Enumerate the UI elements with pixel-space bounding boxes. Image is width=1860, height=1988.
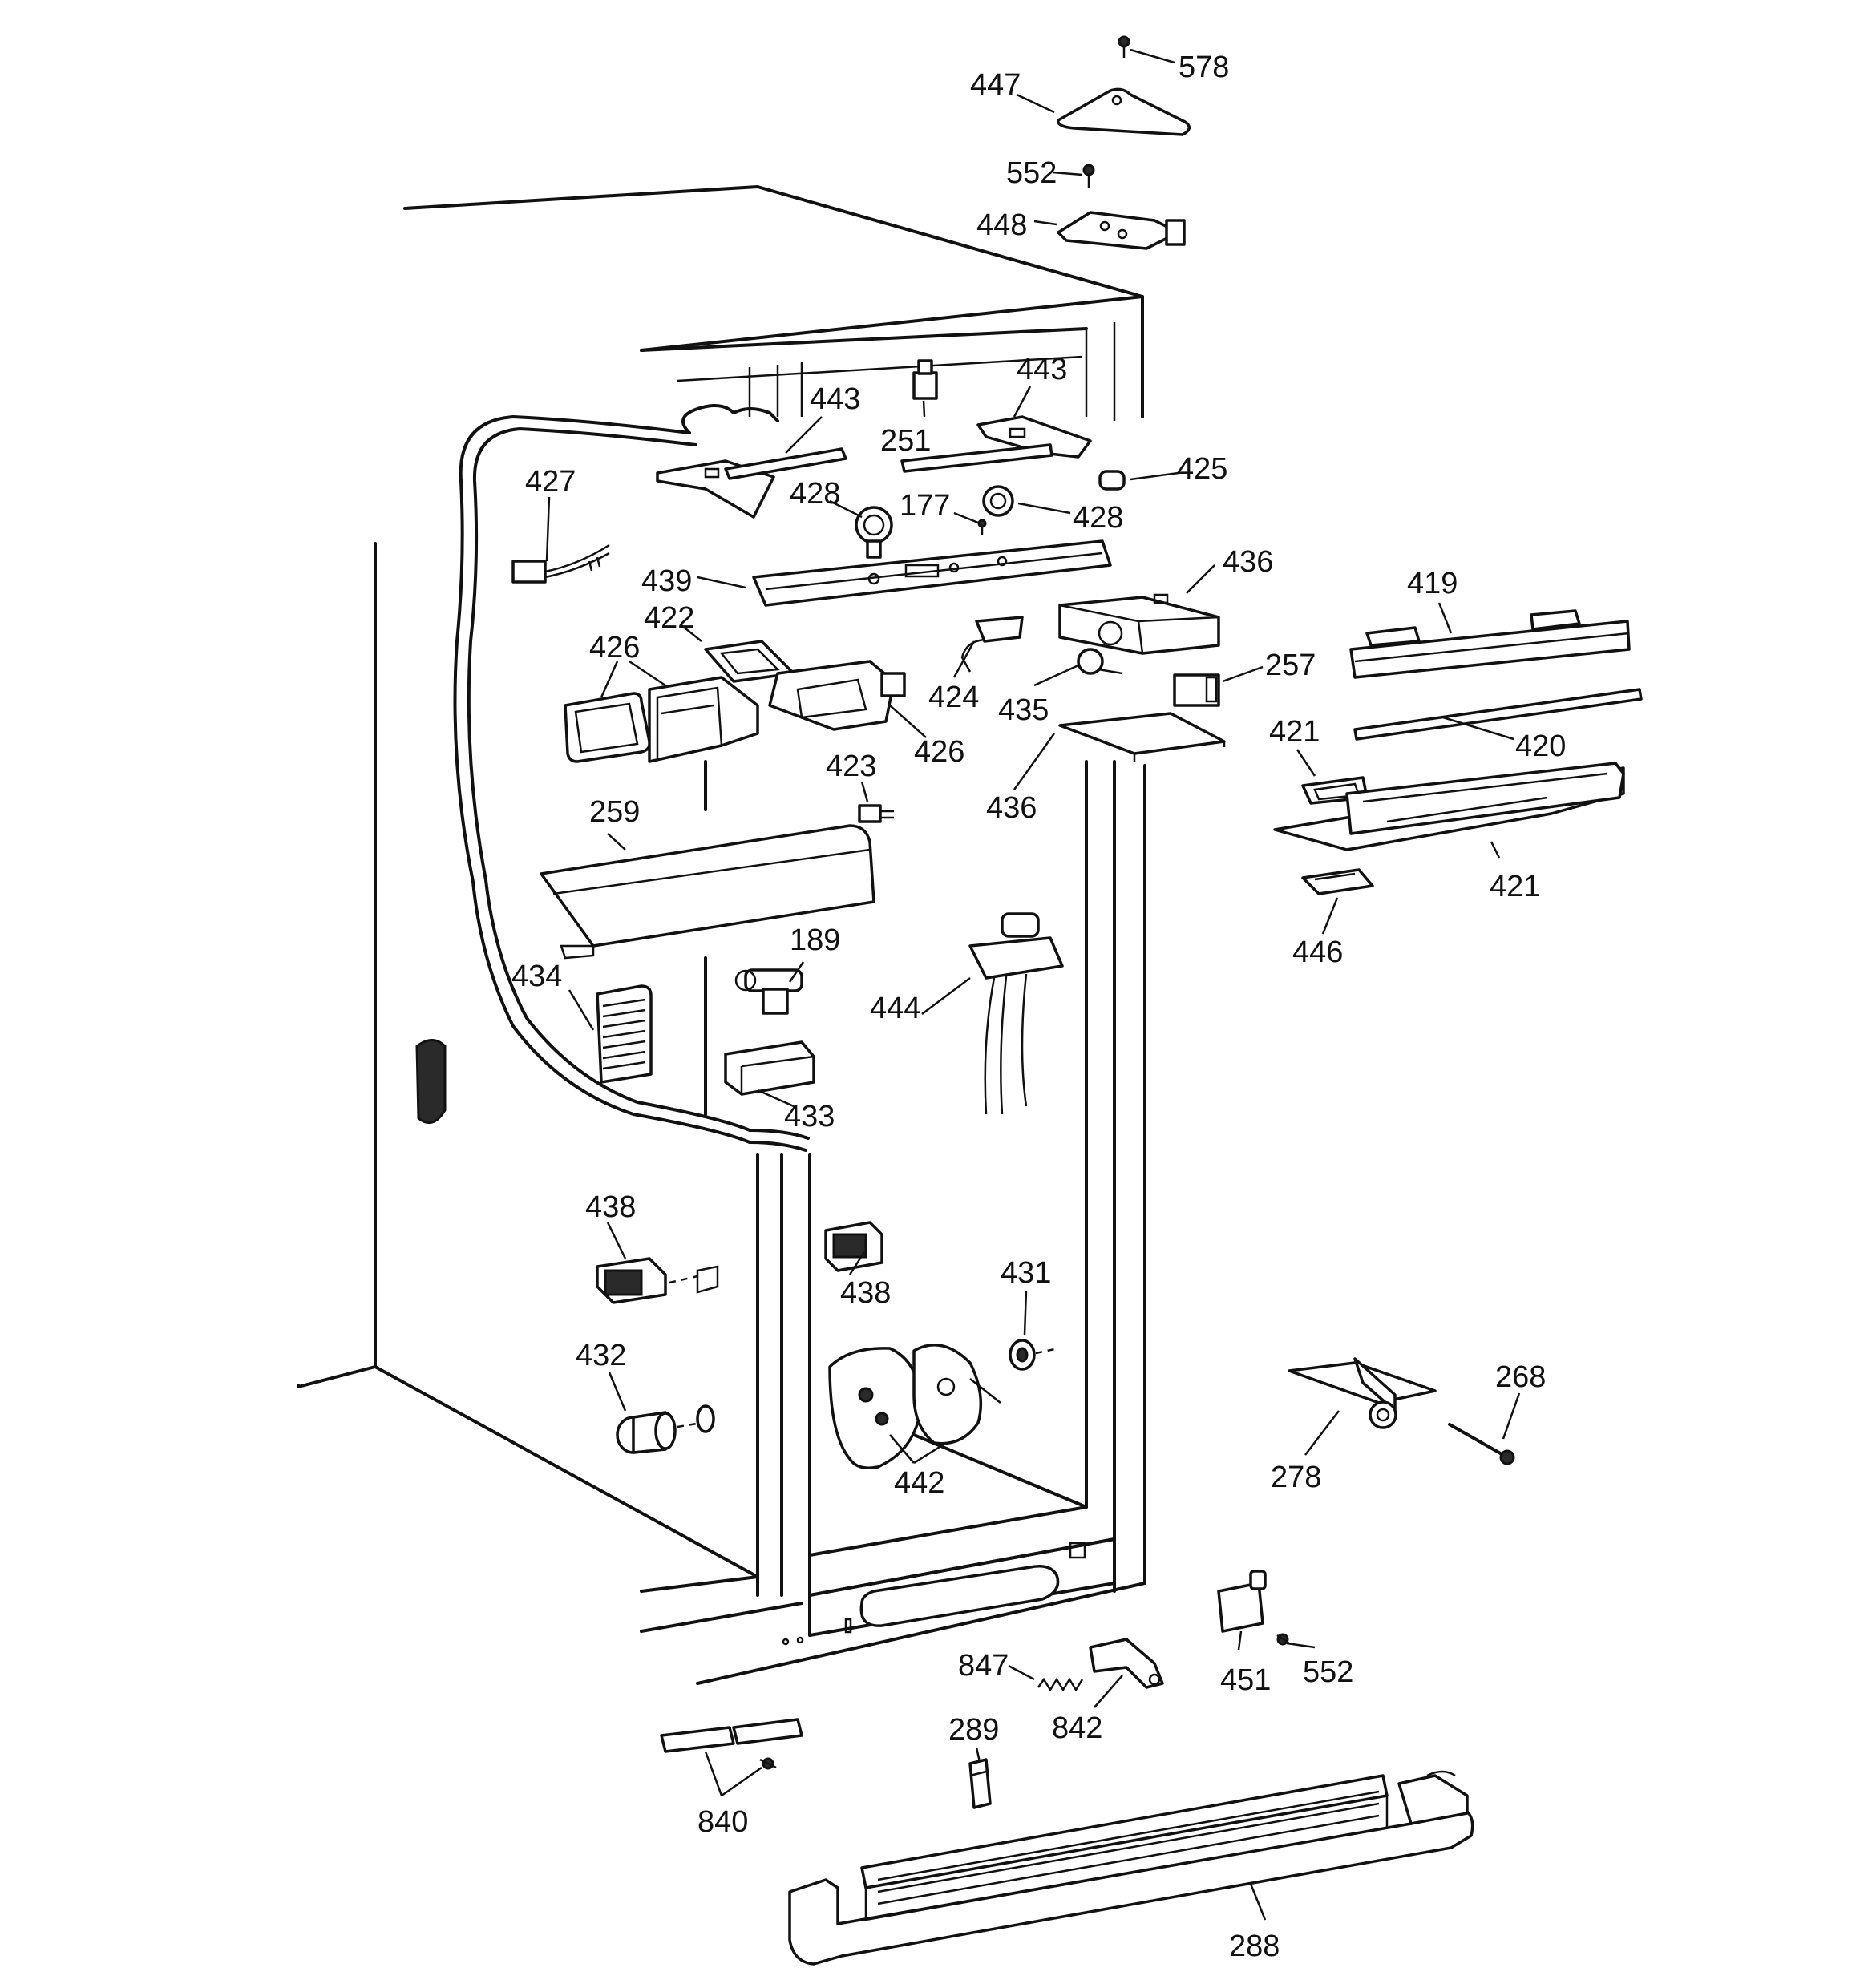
part-439-control-plate [752, 539, 1112, 607]
part-433-block [724, 1040, 815, 1096]
part-251-switch [912, 359, 938, 400]
callout-labels: 578 447 552 448 443 251 443 425 427 428 … [512, 51, 1566, 1963]
part-425-plug [1098, 470, 1126, 491]
part-451-bottom-hinge [1217, 1570, 1267, 1633]
callout-442: 442 [894, 1466, 944, 1500]
callout-251: 251 [880, 424, 931, 458]
part-423-thermistor [858, 804, 894, 823]
callout-177: 177 [900, 489, 950, 523]
part-434-vent-grille [596, 984, 653, 1084]
callout-289: 289 [948, 1713, 999, 1747]
callout-438: 438 [840, 1276, 891, 1310]
callout-435: 435 [998, 693, 1049, 727]
part-268-bolt [1448, 1423, 1515, 1465]
callout-278: 278 [1271, 1461, 1321, 1494]
part-578-screw [1118, 35, 1130, 58]
callout-189: 189 [790, 923, 840, 957]
callout-439: 439 [641, 564, 692, 598]
part-847-spring [1037, 1677, 1084, 1692]
callout-423: 423 [826, 750, 876, 783]
callout-426: 426 [914, 735, 964, 769]
callout-436: 436 [1223, 545, 1273, 579]
callout-431: 431 [1001, 1256, 1051, 1290]
part-424-sensor [960, 616, 1024, 673]
part-435-knob [1077, 648, 1123, 675]
leader-lines [545, 48, 1521, 1921]
part-436-control-housing [1058, 593, 1220, 655]
part-443-right-bracket [900, 415, 1092, 473]
callout-444: 444 [870, 992, 920, 1025]
part-420-strip [1353, 688, 1643, 741]
part-278-roller-bracket [1288, 1357, 1437, 1429]
callout-434: 434 [512, 960, 562, 993]
part-419-rail [1349, 609, 1631, 679]
callout-422: 422 [644, 601, 694, 635]
callout-432: 432 [576, 1339, 626, 1372]
callout-552: 552 [1303, 1655, 1353, 1689]
callout-425: 425 [1177, 452, 1227, 486]
callout-448: 448 [976, 208, 1027, 242]
callout-447: 447 [970, 68, 1021, 102]
part-446-lamp-socket [1301, 868, 1374, 895]
callout-847: 847 [958, 1649, 1009, 1683]
callout-257: 257 [1265, 649, 1316, 682]
part-448-top-hinge [1057, 211, 1186, 250]
part-426-duct [648, 676, 759, 763]
callout-451: 451 [1220, 1663, 1271, 1697]
callout-424: 424 [928, 681, 979, 714]
part-552-screw-top [1082, 164, 1095, 188]
part-421-light-housing [1273, 762, 1625, 851]
part-432-bushing [616, 1404, 715, 1454]
part-840-toe-caps [660, 1718, 803, 1770]
part-438-right-socket [824, 1221, 884, 1272]
callout-421: 421 [1269, 715, 1320, 749]
part-552-screw-lower [1276, 1633, 1290, 1646]
part-259-light-cover [540, 824, 875, 960]
part-428-gear-left [855, 506, 893, 559]
callout-259: 259 [589, 795, 640, 829]
callout-428: 428 [1073, 501, 1123, 535]
part-177-screw [977, 519, 987, 535]
callout-438: 438 [585, 1190, 636, 1224]
callout-426: 426 [589, 631, 640, 665]
callout-288: 288 [1229, 1929, 1280, 1963]
part-431-grommet [1009, 1339, 1059, 1371]
callout-433: 433 [784, 1100, 835, 1133]
callout-443: 443 [810, 382, 860, 416]
part-438-left-socket [596, 1257, 719, 1304]
part-288-base-grille [788, 1770, 1474, 1966]
callout-840: 840 [698, 1805, 748, 1839]
part-436-lower-tray [1058, 712, 1226, 762]
part-443-left-bracket [656, 447, 847, 519]
callout-268: 268 [1495, 1360, 1546, 1394]
callout-446: 446 [1292, 935, 1343, 969]
callout-443: 443 [1017, 353, 1067, 386]
callout-420: 420 [1515, 729, 1566, 763]
part-426-left-seal [564, 692, 652, 763]
part-426-damper [768, 660, 906, 731]
part-428-gear-right [982, 485, 1014, 517]
part-189-elbow [734, 968, 803, 1015]
callout-578: 578 [1179, 51, 1229, 84]
part-447-hinge-cover [1057, 87, 1191, 136]
callout-427: 427 [525, 465, 576, 499]
callout-552: 552 [1006, 156, 1057, 190]
callout-436: 436 [986, 791, 1037, 825]
part-442-cam-assembly [828, 1344, 1001, 1469]
part-444-water-fitting [968, 912, 1064, 1115]
cabinet-outline [297, 185, 1146, 1685]
part-289-clip [968, 1758, 992, 1809]
callout-421: 421 [1490, 870, 1540, 903]
callout-419: 419 [1407, 567, 1458, 600]
callout-428: 428 [790, 477, 840, 511]
callout-842: 842 [1052, 1711, 1102, 1745]
part-842-lever [1089, 1638, 1164, 1689]
part-427-connector [512, 543, 610, 584]
part-257-relay [1173, 673, 1220, 707]
